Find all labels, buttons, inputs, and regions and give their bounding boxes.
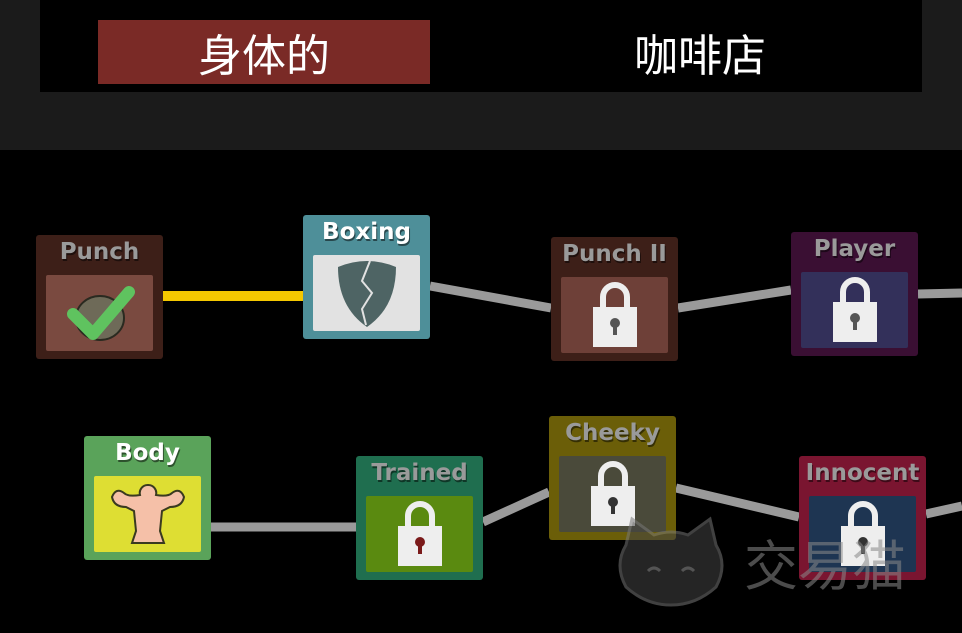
tab-physical[interactable]: 身体的 bbox=[98, 20, 430, 84]
skill-node-body[interactable]: Body bbox=[84, 436, 211, 560]
skill-title: Cheeky bbox=[565, 420, 660, 446]
skill-title: Boxing bbox=[322, 219, 411, 245]
skill-node-punch-ii[interactable]: Punch II bbox=[551, 237, 678, 361]
link-boxing-punch2 bbox=[429, 281, 552, 313]
link-player-next bbox=[917, 288, 962, 299]
skill-node-player[interactable]: Player bbox=[791, 232, 918, 356]
header-edge-left bbox=[0, 0, 40, 100]
cat-logo-icon bbox=[618, 516, 724, 607]
cracked-shield-icon bbox=[313, 255, 420, 331]
skill-title: Innocent bbox=[805, 460, 920, 486]
skill-title: Trained bbox=[371, 460, 468, 486]
skill-title: Punch bbox=[59, 239, 140, 265]
fist-icon bbox=[46, 275, 153, 351]
skill-node-punch[interactable]: Punch bbox=[36, 235, 163, 359]
lock-icon bbox=[590, 461, 635, 526]
watermark: 交易猫 bbox=[612, 515, 906, 607]
lock-icon bbox=[840, 501, 885, 566]
lock-icon bbox=[397, 501, 442, 566]
link-trained-cheeky bbox=[481, 487, 551, 527]
checkmark-icon bbox=[66, 286, 135, 340]
skill-title: Punch II bbox=[562, 241, 667, 267]
skill-title: Player bbox=[813, 236, 896, 262]
muscle-icon bbox=[94, 476, 201, 552]
skill-node-innocent[interactable]: Innocent bbox=[799, 456, 926, 580]
skill-node-trained[interactable]: Trained bbox=[356, 456, 483, 580]
lock-icon bbox=[832, 277, 877, 342]
tab-cafe[interactable]: 咖啡店 bbox=[634, 31, 766, 82]
header-edge-right bbox=[922, 0, 962, 100]
watermark-text: 交易猫 bbox=[744, 534, 906, 598]
link-punch2-player bbox=[677, 285, 792, 313]
header-strip bbox=[0, 92, 962, 150]
skill-node-boxing[interactable]: Boxing bbox=[303, 215, 430, 339]
skill-title: Body bbox=[115, 440, 180, 466]
skill-node-cheeky[interactable]: Cheeky bbox=[549, 416, 676, 540]
link-cheeky-innocent bbox=[674, 483, 801, 522]
link-innocent-next bbox=[925, 501, 962, 519]
lock-icon bbox=[592, 282, 637, 347]
tab-bar: 身体的 咖啡店 bbox=[0, 0, 962, 150]
